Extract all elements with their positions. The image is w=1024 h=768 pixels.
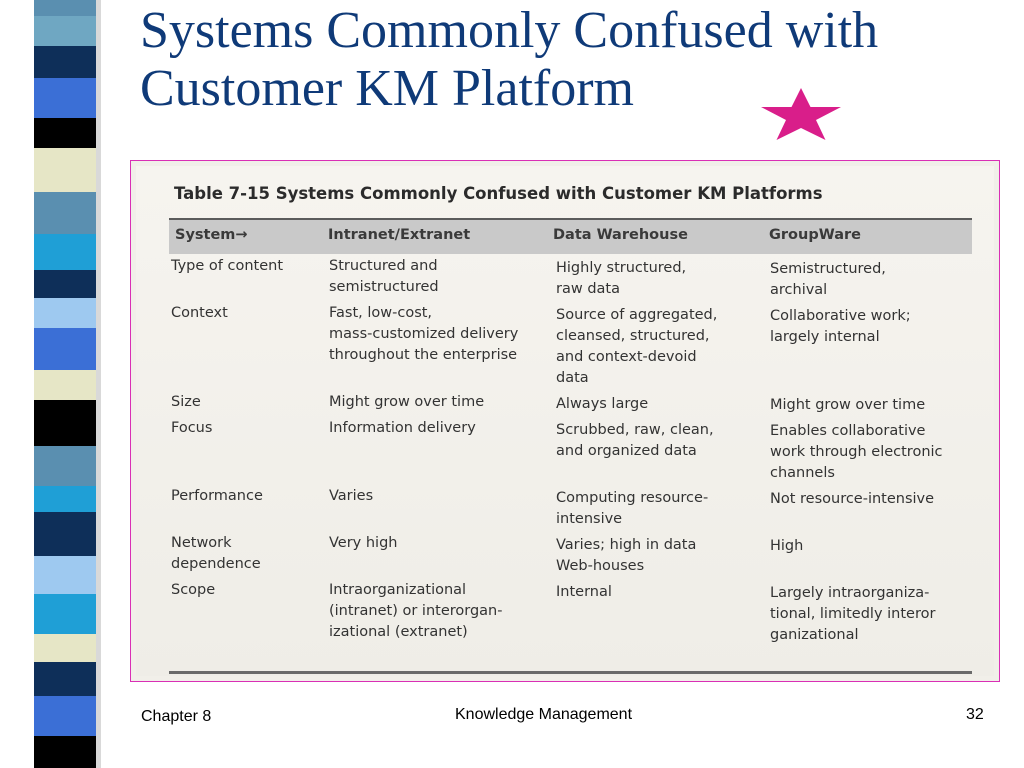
star-icon — [761, 88, 841, 140]
table-header-cell: Data Warehouse — [553, 227, 688, 243]
table-cell: Might grow over time — [329, 394, 485, 410]
stripe-segment — [34, 192, 96, 234]
stripe-shadow — [96, 0, 101, 768]
slide-title: Systems Commonly Confused with Customer … — [140, 2, 879, 117]
table-cell: Varies; high in data Web-houses — [556, 537, 697, 574]
table-cell: High — [770, 538, 804, 554]
table-cell: Varies — [329, 488, 374, 504]
scanned-table: Table 7-15 Systems Commonly Confused wit… — [136, 166, 994, 676]
table-cell: Might grow over time — [770, 397, 926, 413]
table-cell: Scrubbed, raw, clean, and organized data — [556, 422, 714, 459]
stripe-segment — [34, 78, 96, 118]
row-label: Focus — [171, 420, 213, 436]
footer-title: Knowledge Management — [455, 706, 633, 723]
stripe-segment — [34, 270, 96, 298]
stripe-segment — [34, 118, 96, 148]
stripe-segment — [34, 594, 96, 634]
stripe-segment — [34, 148, 96, 192]
table-header-row: System→ Intranet/Extranet Data Warehouse… — [169, 218, 972, 254]
stripe-segment — [34, 446, 96, 486]
table-cell: Intraorganizational (intranet) or intero… — [329, 582, 503, 640]
stripe-segment — [34, 298, 96, 328]
scanned-table-frame: Table 7-15 Systems Commonly Confused wit… — [130, 160, 1000, 682]
stripe-segment — [34, 0, 96, 16]
table-cell: Highly structured, raw data — [556, 260, 687, 297]
stripe-segment — [34, 328, 96, 370]
row-label: Network dependence — [171, 535, 261, 572]
table-cell: Not resource-intensive — [770, 491, 935, 507]
row-label: Type of content — [171, 258, 284, 274]
row-label: Size — [171, 394, 201, 410]
row-label: Context — [171, 305, 228, 321]
stripe-segment — [34, 736, 96, 768]
table-header-cell: System→ — [175, 227, 248, 243]
table-cell: Structured and semistructured — [329, 258, 439, 295]
table-cell: Information delivery — [329, 420, 476, 436]
table-bottom-rule — [169, 671, 972, 674]
table-cell: Internal — [556, 584, 612, 600]
decorative-stripe-bar — [34, 0, 101, 768]
table-cell: Semistructured, archival — [770, 261, 886, 298]
table-cell: Source of aggregated, cleansed, structur… — [556, 307, 718, 386]
table-cell: Enables collaborative work through elect… — [770, 423, 943, 481]
stripe-segment — [34, 696, 96, 736]
table-cell: Fast, low-cost, mass-customized delivery… — [329, 305, 519, 363]
page-number: 32 — [966, 706, 984, 723]
stripe-segment — [34, 370, 96, 400]
table-header-cell: GroupWare — [769, 227, 861, 243]
table-cell: Largely intraorganiza- tional, limitedly… — [770, 585, 936, 643]
footer-chapter: Chapter 8 — [141, 708, 212, 725]
stripe-segment — [34, 556, 96, 594]
row-label: Scope — [171, 582, 216, 598]
stripe-segment — [34, 16, 96, 46]
row-label: Performance — [171, 488, 263, 504]
stripe-segment — [34, 400, 96, 446]
table-cell: Collaborative work; largely internal — [770, 308, 911, 345]
table-cell: Computing resource- intensive — [556, 490, 709, 527]
stripe-segment — [34, 634, 96, 662]
table-cell: Always large — [556, 396, 649, 412]
stripe-segment — [34, 486, 96, 512]
table-header-cell: Intranet/Extranet — [328, 227, 471, 243]
table-caption: Table 7-15 Systems Commonly Confused wit… — [174, 184, 823, 203]
table-cell: Very high — [329, 535, 398, 551]
stripe-segment — [34, 662, 96, 696]
stripe-segment — [34, 46, 96, 78]
stripe-segment — [34, 512, 96, 556]
stripe-segment — [34, 234, 96, 270]
